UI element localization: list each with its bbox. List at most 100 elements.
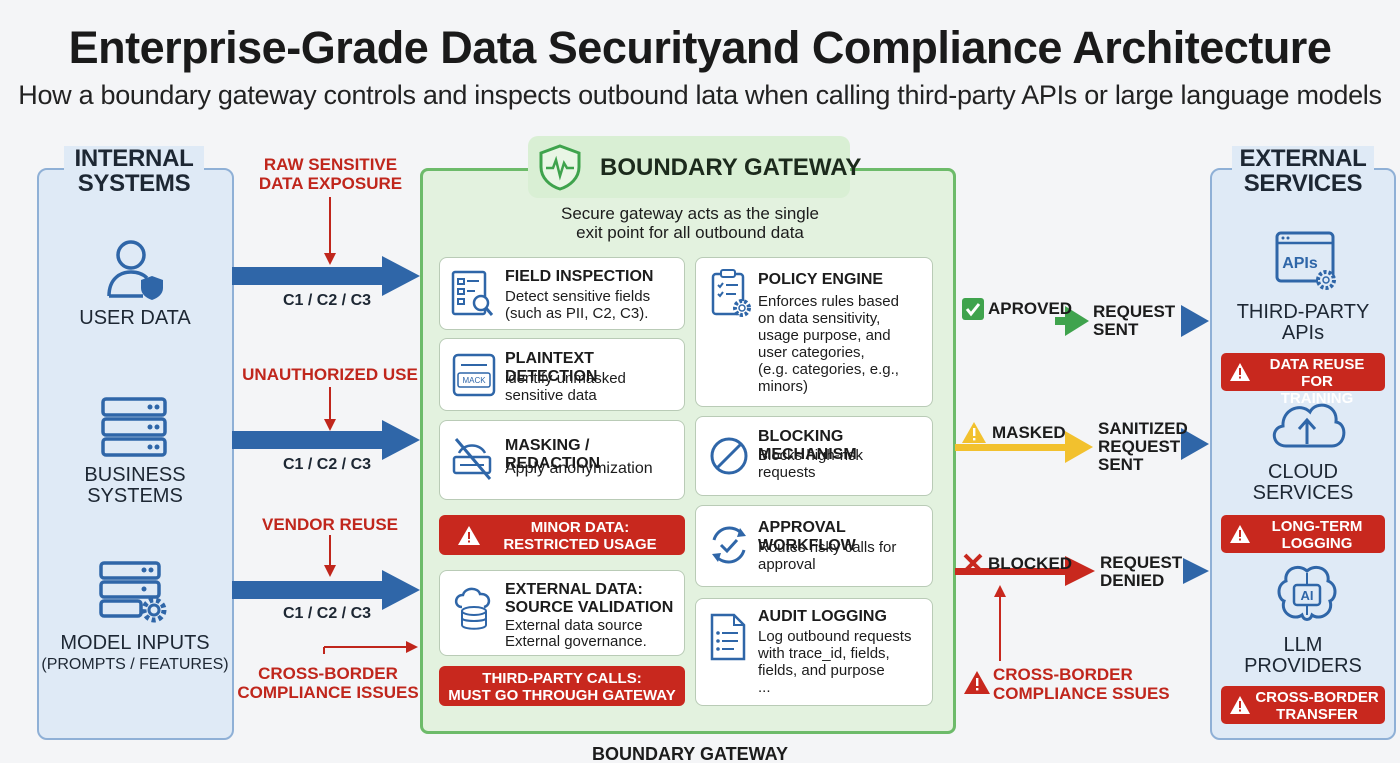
flow-arrow-3 [232, 570, 420, 610]
card-line: requests [758, 464, 816, 481]
cloud-database-icon [450, 585, 498, 636]
risk-line1: CROSS-BORDER [1255, 689, 1379, 706]
req-line1: REQUEST [1093, 302, 1176, 321]
internal-item-user-data: USER DATA [50, 308, 220, 329]
card-line: identify unmasked [505, 370, 626, 387]
risk-line1: UNAUTHORIZED USE [242, 365, 418, 384]
card-title: MASKING / REDACTION [505, 437, 601, 472]
cloud-upload-icon [1266, 396, 1348, 459]
card-line: with trace_id, fields, [758, 645, 890, 662]
risk-line2: DATA EXPOSURE [258, 174, 403, 193]
warning-icon [1229, 695, 1251, 719]
risk-line2: LOGGING [1281, 535, 1353, 552]
approved-arrow [1055, 306, 1089, 336]
risk-badge-data-reuse: DATA REUSE FOR TRAINING [1221, 353, 1385, 407]
card-line: Blocks high-risk [758, 447, 864, 464]
card-masking-redaction: MASKING / REDACTION Apply anonymization [439, 420, 685, 500]
banner-third-party-calls: THIRD-PARTY CALLS: MUST GO THROUGH GATEW… [439, 666, 685, 706]
risk-label-raw-sensitive: RAW SENSITIVE DATA EXPOSURE [248, 155, 413, 193]
card-line: External data source [505, 617, 643, 634]
gateway-desc-line2: exit point for all outbound data [576, 223, 804, 242]
log-document-icon [708, 613, 748, 668]
risk-label-vendor-reuse: VENDOR REUSE [240, 515, 420, 534]
shield-heartbeat-icon [537, 143, 583, 196]
warning-icon [1229, 362, 1251, 386]
block-icon [708, 435, 750, 482]
req-line2: DENIED [1100, 571, 1165, 590]
req-line3: SENT [1098, 455, 1144, 474]
risk-line1: CROSS-BORDER [258, 664, 398, 683]
req-line1: REQUEST [1100, 553, 1183, 572]
card-line: minors) [758, 378, 809, 395]
flow-code-3: C1 / C2 / C3 [282, 605, 372, 622]
internal-item-line1: BUSINESS [84, 464, 186, 486]
mask-card-icon: MACK [452, 353, 496, 402]
req-line1: SANITIZED [1098, 419, 1188, 438]
gateway-title: BOUNDARY GATEWAY [600, 154, 862, 181]
card-blocking-mechanism: BLOCKING MECHANISM Blocks high-risk requ… [695, 416, 933, 496]
risk-line2: TRAINING [1280, 390, 1354, 407]
ext-item-line2: APIs [1281, 322, 1325, 344]
request-sent-label: REQUEST SENT [1093, 303, 1175, 339]
internal-item-line1: USER DATA [79, 307, 191, 329]
card-line: External governance. [505, 633, 647, 650]
card-line: ... [758, 679, 771, 696]
flow-arrow-2 [232, 420, 420, 460]
gateway-desc-line1: Secure gateway acts as the single [561, 204, 819, 223]
status-masked: MASKED [992, 423, 1066, 442]
internal-systems-heading: INTERNAL SYSTEMS [64, 146, 204, 202]
warning-icon [1229, 524, 1251, 548]
cross-border-arrow-left [323, 641, 418, 654]
internal-item-business-systems: BUSINESS SYSTEMS [50, 465, 220, 507]
card-external-data: EXTERNAL DATA: SOURCE VALIDATION Externa… [439, 570, 685, 656]
risk-line1: VENDOR REUSE [261, 515, 399, 534]
outcome-arrows [955, 305, 1209, 586]
banner-line1: MINOR DATA: [530, 519, 630, 536]
mask-icon-text: MACK [462, 376, 486, 385]
card-line: approval [758, 556, 816, 573]
card-line: Log outbound requests [758, 628, 912, 645]
card-approval-workflow: APPROVAL WORKFLOW Routes risky calls for… [695, 505, 933, 587]
page-subtitle: How a boundary gateway controls and insp… [18, 80, 1382, 110]
clipboard-gear-icon [710, 268, 754, 325]
risk-down-arrows [324, 197, 336, 577]
risk-label-cross-border-left: CROSS-BORDER COMPLIANCE ISSUES [236, 664, 420, 702]
card-title: BLOCKING MECHANISM [758, 428, 857, 463]
card-title: FIELD INSPECTION [505, 268, 654, 285]
card-field-inspection: FIELD INSPECTION Detect sensitive fields… [439, 257, 685, 330]
internal-item-line2: (PROMPTS / FEATURES) [41, 656, 229, 673]
status-approved: APROVED [988, 299, 1073, 318]
card-line: fields, and purpose [758, 662, 885, 679]
external-item-cloud-services: CLOUD SERVICES [1218, 462, 1388, 504]
risk-badge-cross-border-transfer: CROSS-BORDER TRANSFER [1221, 686, 1385, 724]
gateway-description: Secure gateway acts as the single exit p… [505, 204, 875, 242]
ext-item-line2: SERVICES [1252, 482, 1354, 504]
internal-heading-line1: INTERNAL [74, 145, 194, 172]
ext-item-line1: THIRD-PARTY [1236, 301, 1370, 323]
blocked-arrow [955, 556, 1095, 586]
internal-item-line2: SYSTEMS [87, 485, 183, 507]
flow-code-2: C1 / C2 / C3 [282, 456, 372, 473]
external-services-heading: EXTERNAL SERVICES [1232, 146, 1374, 202]
banner-line2: MUST GO THROUGH GATEWAY [448, 687, 676, 704]
status-blocked: BLOCKED [988, 554, 1073, 573]
approval-cycle-icon [706, 522, 752, 573]
warning-icon [457, 525, 481, 550]
risk-line2: TRANSFER [1276, 706, 1358, 723]
server-gear-icon [98, 560, 170, 626]
flow-code-1: C1 / C2 / C3 [282, 292, 372, 309]
request-denied-label: REQUEST DENIED [1100, 554, 1182, 590]
card-title: AUDIT LOGGING [758, 608, 887, 625]
card-audit-logging: AUDIT LOGGING Log outbound requests with… [695, 598, 933, 706]
card-line: user categories, [758, 344, 865, 361]
external-heading-line2: SERVICES [1243, 170, 1363, 197]
req-line2: SENT [1093, 320, 1139, 339]
risk-line1: CROSS-BORDER [993, 665, 1133, 684]
page-title: Enterprise-Grade Data Securityand Compli… [68, 22, 1332, 73]
risk-line1: RAW SENSITIVE [263, 155, 398, 174]
risk-line2: COMPLIANCE ISSUES [237, 683, 419, 702]
ext-item-line1: CLOUD [1267, 461, 1338, 483]
card-line: Routes risky calls for [758, 539, 897, 556]
ext-item-line1: LLM [1283, 634, 1323, 656]
flow-arrows-left [232, 256, 420, 610]
